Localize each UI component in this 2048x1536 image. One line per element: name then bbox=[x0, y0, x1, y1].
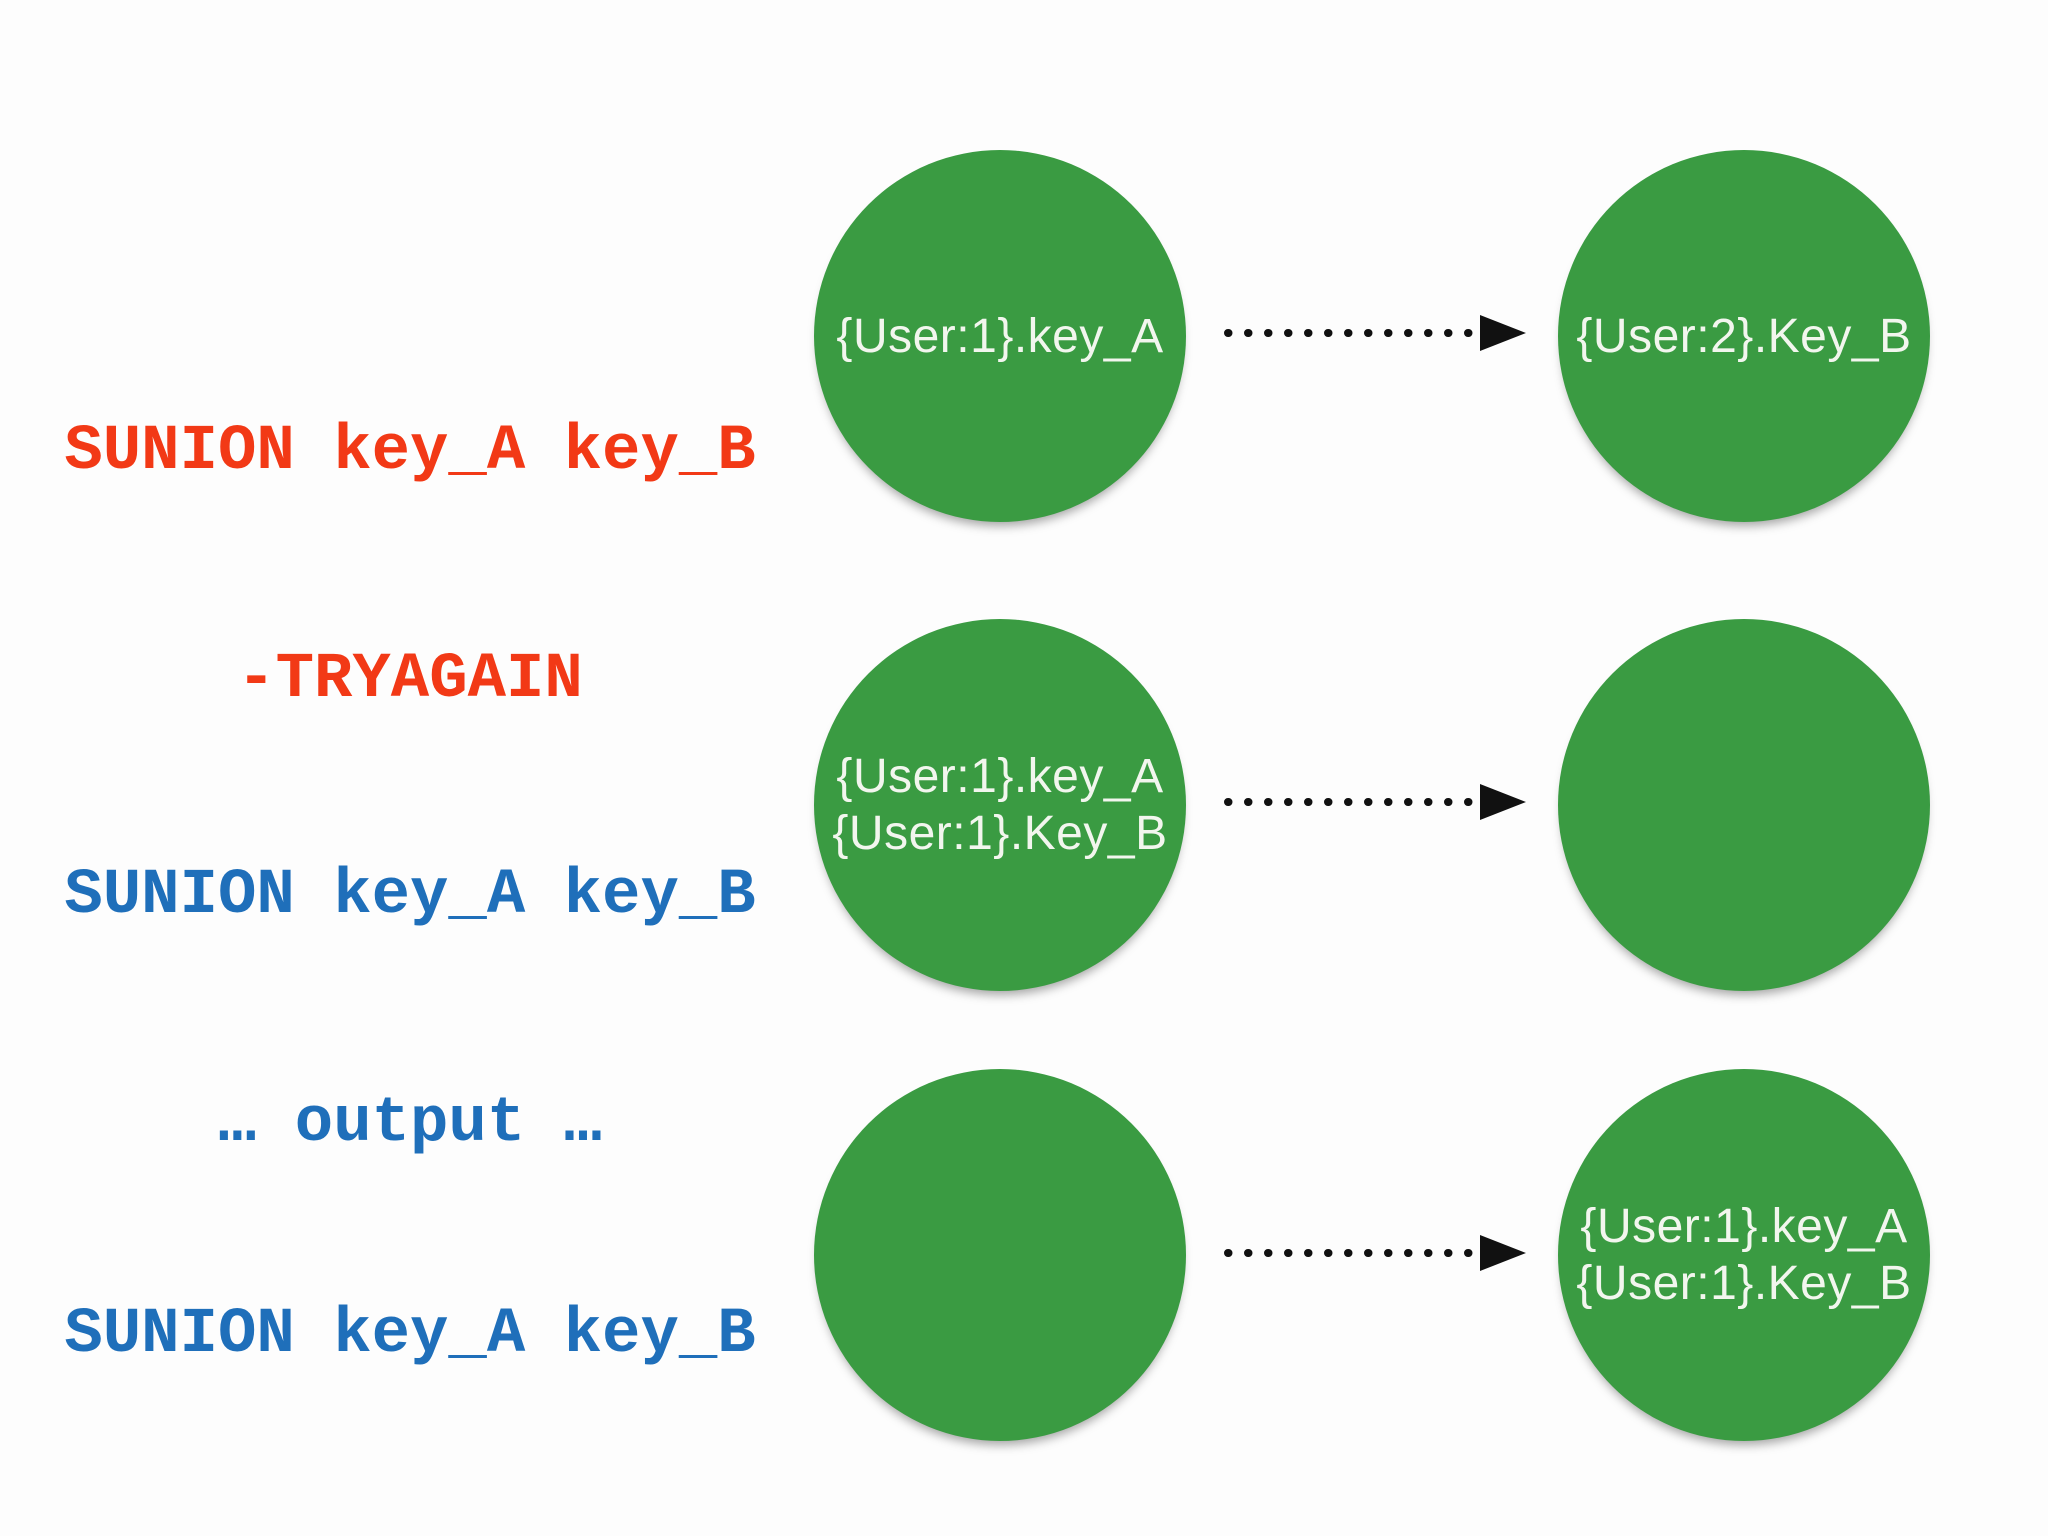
shard-node-row1-right: {User:2}.Key_B bbox=[1558, 150, 1930, 522]
shard-node-row1-left: {User:1}.key_A bbox=[814, 150, 1186, 522]
key-label: {User:1}.Key_B bbox=[1576, 1257, 1912, 1310]
key-label: {User:2}.Key_B bbox=[1576, 309, 1912, 363]
command-result-line: … output … bbox=[40, 1525, 780, 1536]
dotted-arrow-icon bbox=[1224, 315, 1526, 351]
key-label: {User:1}.key_A bbox=[836, 750, 1164, 803]
shard-node-row2-right bbox=[1558, 619, 1930, 991]
command-label-success-1: SUNION key_A key_B … output … bbox=[40, 706, 780, 1314]
key-label: {User:1}.Key_B bbox=[832, 807, 1168, 860]
key-label: {User:1}.key_A bbox=[1580, 1200, 1908, 1253]
command-result-line: -TRYAGAIN bbox=[237, 644, 583, 716]
command-label-error: SUNION key_A key_B -TRYAGAIN bbox=[40, 262, 780, 870]
dotted-arrow-icon bbox=[1224, 784, 1526, 820]
shard-node-row2-left: {User:1}.key_A {User:1}.Key_B bbox=[814, 619, 1186, 991]
shard-node-row3-left bbox=[814, 1069, 1186, 1441]
command-result-line: … output … bbox=[217, 1088, 603, 1160]
command-line: SUNION key_A key_B bbox=[64, 1299, 756, 1371]
command-line: SUNION key_A key_B bbox=[64, 416, 756, 488]
command-line: SUNION key_A key_B bbox=[64, 860, 756, 932]
shard-node-row3-right: {User:1}.key_A {User:1}.Key_B bbox=[1558, 1069, 1930, 1441]
command-label-success-2: SUNION key_A key_B … output … bbox=[40, 1145, 780, 1536]
dotted-arrow-icon bbox=[1224, 1235, 1526, 1271]
key-label: {User:1}.key_A bbox=[836, 309, 1164, 363]
